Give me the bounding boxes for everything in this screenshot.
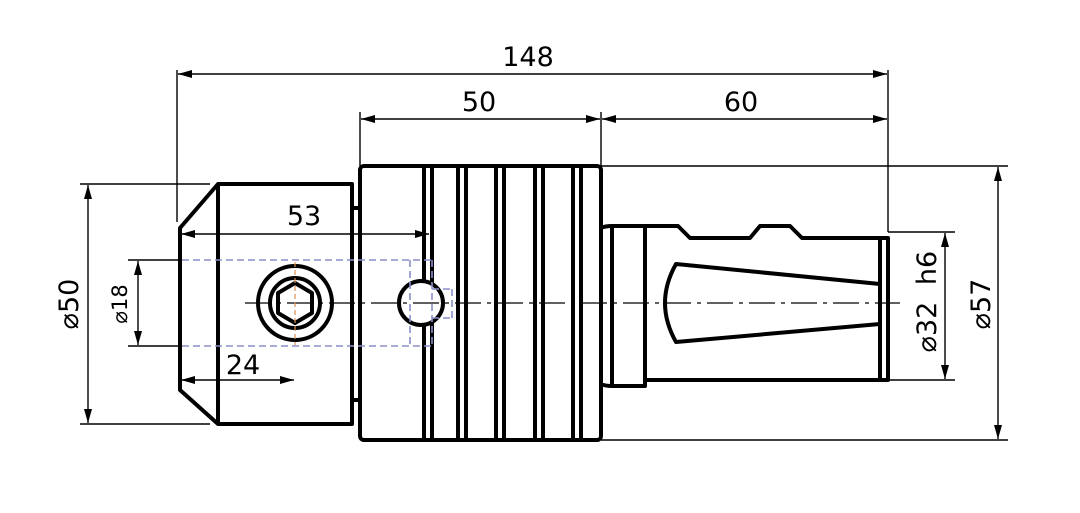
dimension-labels: 148 50 60 53 24 ⌀50 ⌀18 ⌀32 h6 ⌀57: [54, 42, 997, 381]
center-lines: [245, 262, 900, 345]
hidden-lines: [182, 259, 453, 347]
dim-shank-tolerance: h6: [912, 251, 943, 285]
dim-shank-diameter: ⌀32: [912, 302, 943, 353]
dim-shank-length: 60: [724, 87, 758, 118]
shank-neck: [599, 224, 647, 388]
dim-body-diameter: ⌀50: [54, 279, 85, 330]
dim-hex-position: 24: [226, 350, 260, 381]
dim-bore-diameter: ⌀18: [108, 284, 132, 323]
dim-screw-position: 53: [287, 201, 321, 232]
dimension-lines: [84, 70, 1002, 439]
dim-flange-diameter: ⌀57: [966, 279, 997, 330]
dim-overall-length: 148: [502, 42, 554, 73]
dim-collet-length: 50: [462, 87, 496, 118]
